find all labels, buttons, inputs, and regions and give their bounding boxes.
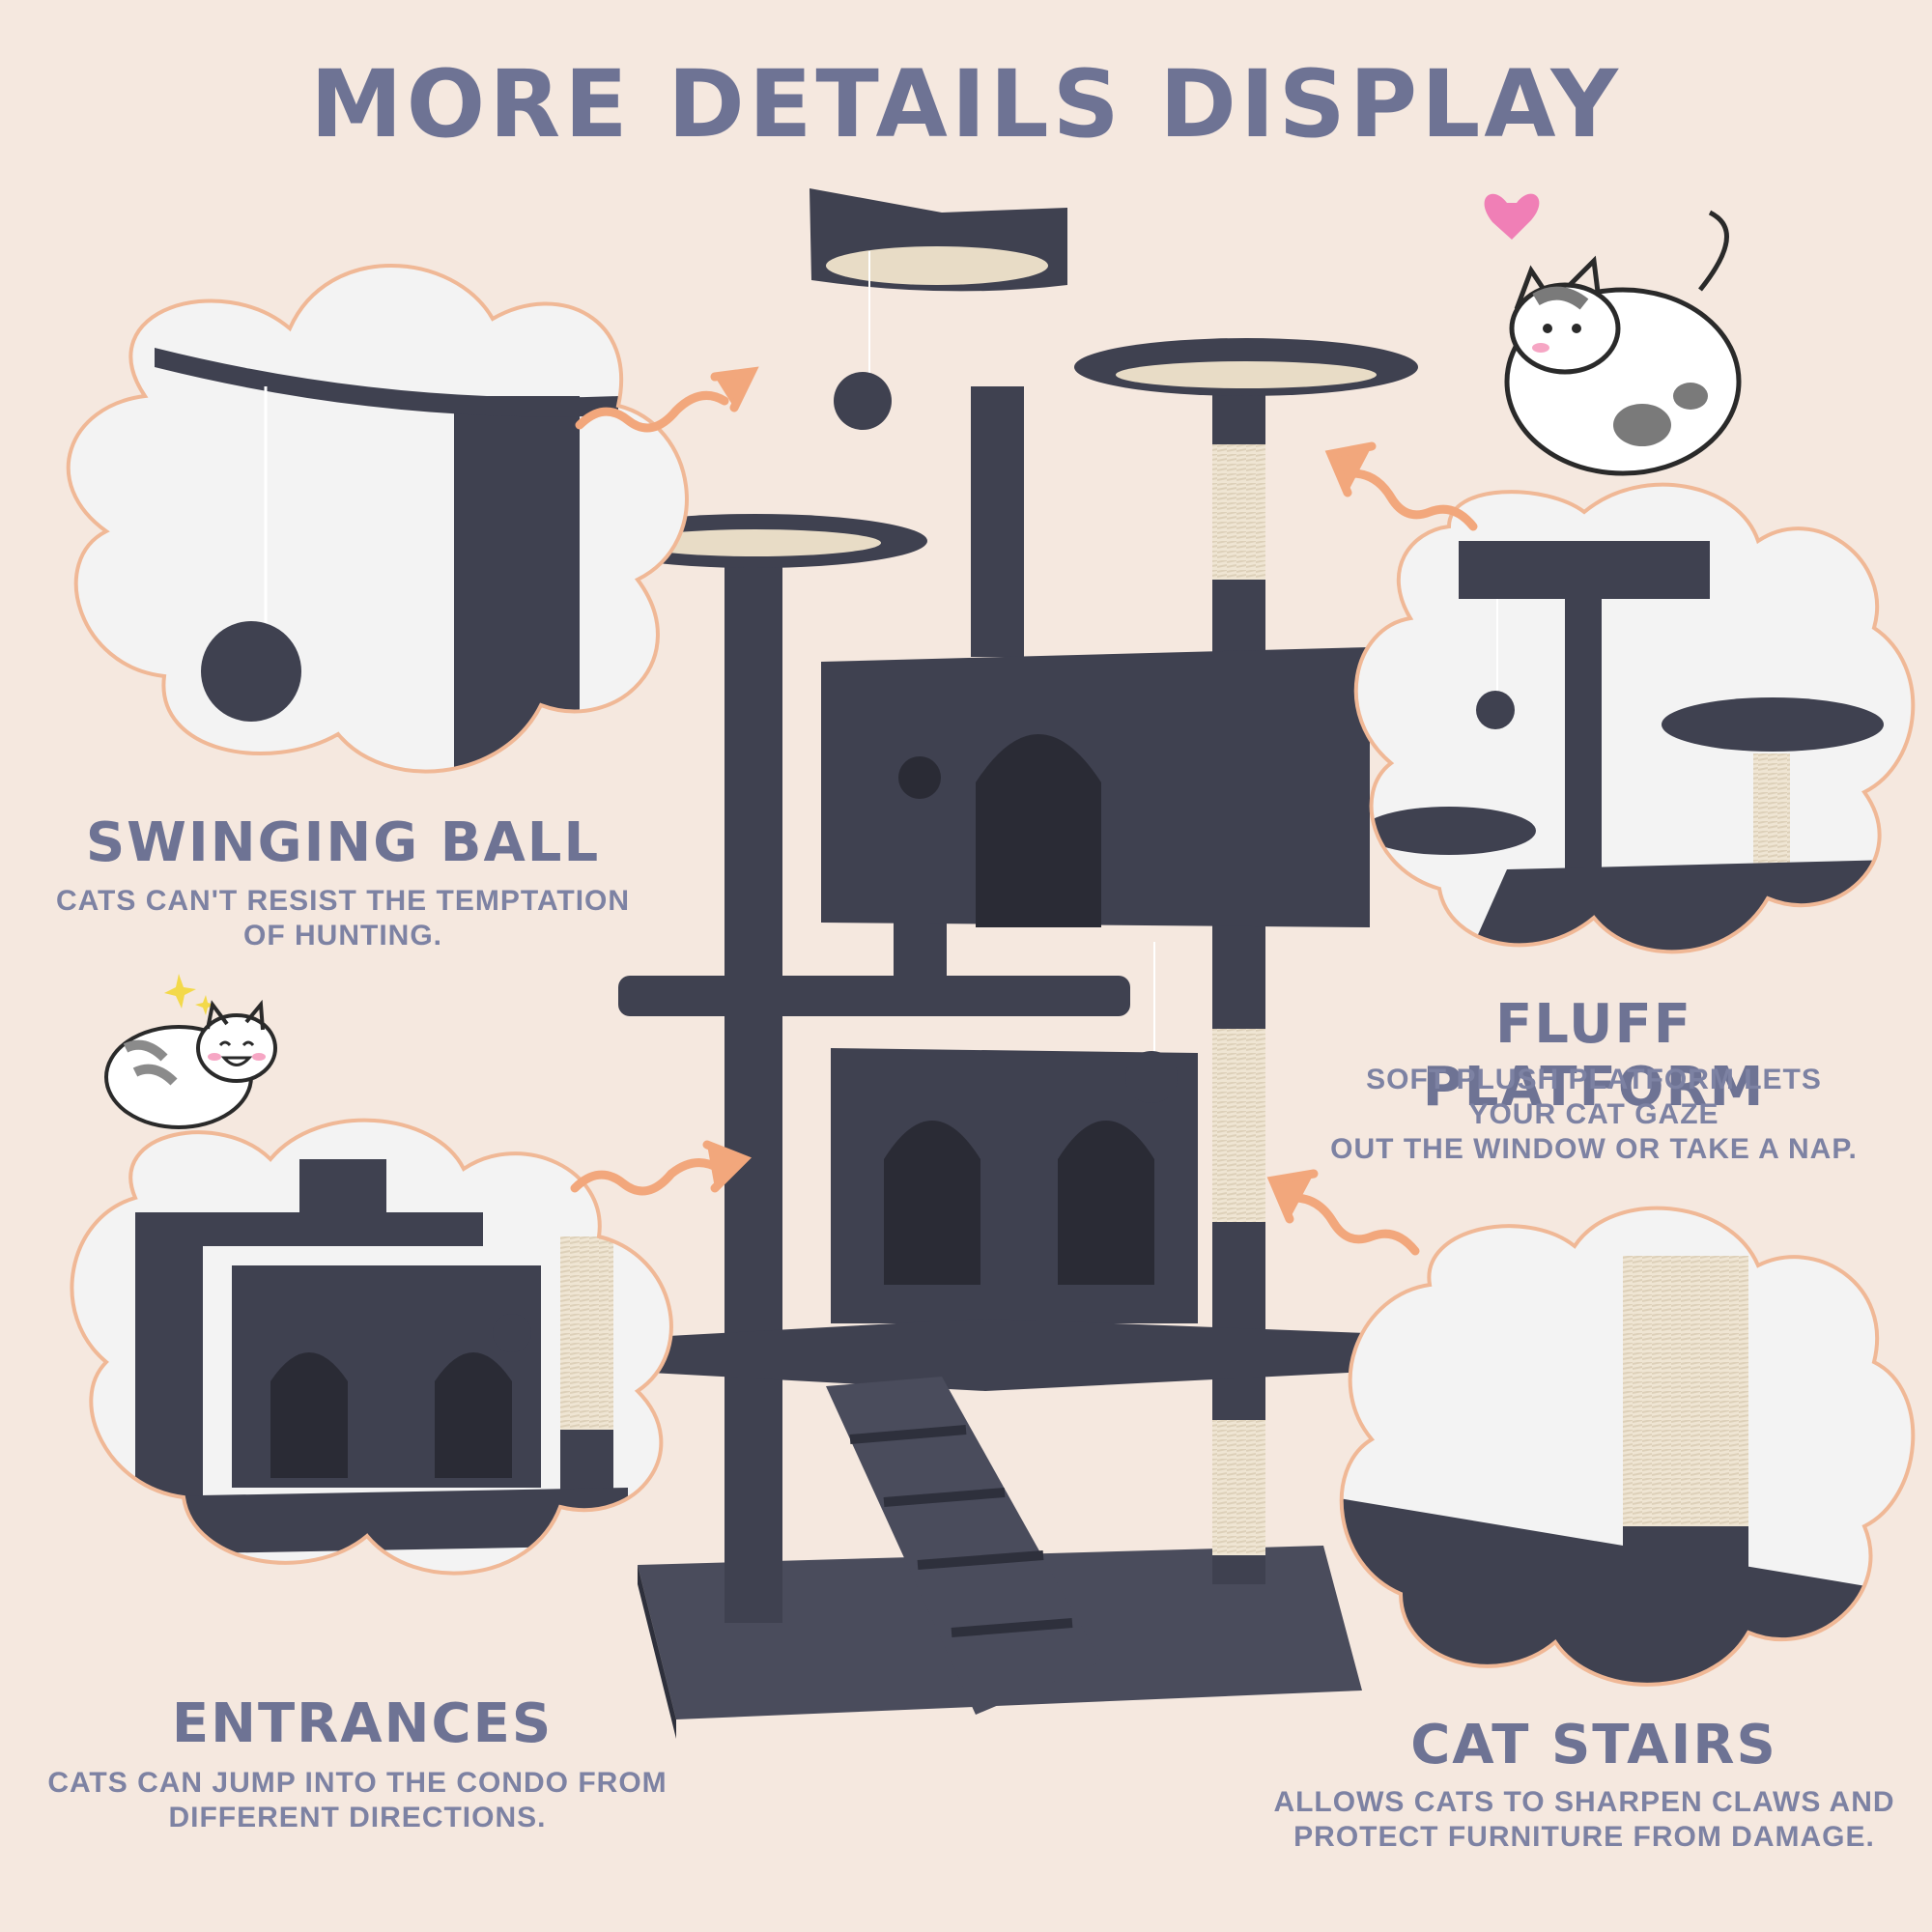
swinging-ball-heading: SWINGING BALL: [85, 811, 601, 874]
cat-stairs-closeup: [1339, 1206, 1916, 1687]
description-line: ALLOWS CATS TO SHARPEN CLAWS AND: [1273, 1786, 1895, 1818]
swinging-ball-closeup: [66, 264, 689, 774]
page-title: MORE DETAILS DISPLAY: [310, 50, 1622, 158]
description-line: CATS CAN'T RESIST THE TEMPTATION: [55, 885, 631, 917]
cat-stairs-heading: CAT STAIRS: [1410, 1714, 1777, 1776]
description-line: PROTECT FURNITURE FROM DAMAGE.: [1293, 1821, 1875, 1853]
fluff-platform-heading: FLUFF PLATFORM: [1422, 993, 1766, 1119]
description-line: DIFFERENT DIRECTIONS.: [168, 1802, 547, 1833]
squiggle-arrow-icon: [575, 366, 759, 433]
squiggle-arrow-icon: [1266, 1169, 1420, 1256]
entrances-heading: ENTRANCES: [171, 1692, 554, 1755]
description-line: YOUR CAT GAZE: [1468, 1098, 1719, 1130]
fluff-platform-description: SOFT PLUSH PLATFORM LETS YOUR CAT GAZE O…: [1285, 1063, 1903, 1167]
description-line: OF HUNTING.: [243, 920, 442, 952]
description-line: SOFT PLUSH PLATFORM LETS: [1366, 1064, 1822, 1095]
entrances-closeup: [70, 1118, 673, 1576]
fluff-platform-closeup: [1353, 482, 1916, 954]
entrances-description: CATS CAN JUMP INTO THE CONDO FROM DIFFER…: [10, 1766, 705, 1835]
squiggle-arrow-icon: [570, 1140, 753, 1196]
cat-tree-illustration: [583, 188, 1418, 1739]
squiggle-arrow-icon: [1324, 441, 1478, 531]
happy-cat-doodle: [104, 974, 277, 1129]
description-line: CATS CAN JUMP INTO THE CONDO FROM: [47, 1767, 668, 1799]
swinging-ball-description: CATS CAN'T RESIST THE TEMPTATION OF HUNT…: [10, 884, 676, 953]
description-line: OUT THE WINDOW OR TAKE A NAP.: [1330, 1133, 1858, 1165]
cat-stairs-description: ALLOWS CATS TO SHARPEN CLAWS AND PROTECT…: [1256, 1785, 1913, 1855]
playful-cat-doodle: [1484, 193, 1742, 476]
